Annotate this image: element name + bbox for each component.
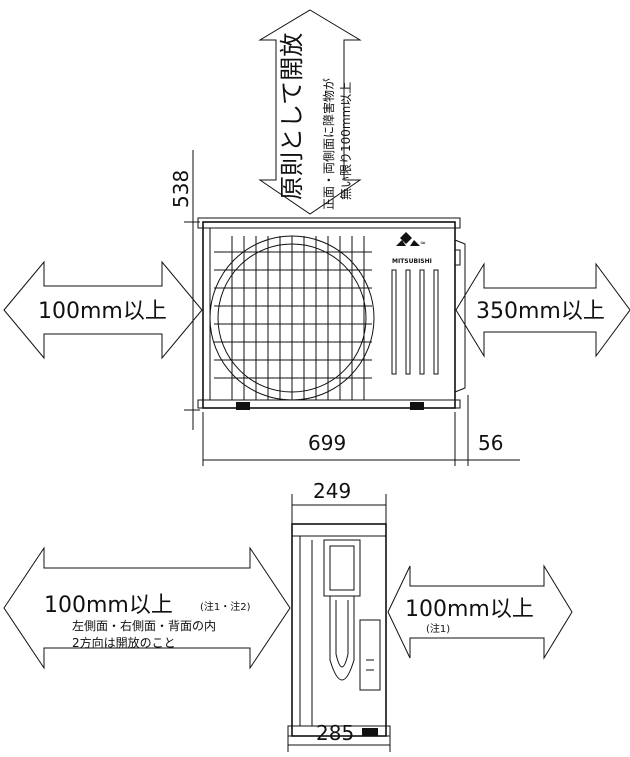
side-right-clearance-arrow	[387, 564, 573, 660]
dimension-height-value: 538	[169, 170, 193, 208]
mitsubishi-logo: ≈	[396, 232, 426, 247]
dimension-width	[202, 395, 520, 466]
side-left-clearance-sub-1: 左側面・右側面・背面の内	[72, 618, 216, 633]
dimension-width-value: 699	[308, 431, 346, 455]
front-view-unit: ≈ MITSUBISHI	[197, 217, 466, 410]
top-clearance-arrow	[258, 9, 362, 215]
dimension-side-bottom-value: 285	[316, 721, 354, 745]
dimension-side-bottom	[287, 736, 391, 752]
front-right-clearance-arrow	[455, 262, 630, 358]
side-vents	[391, 269, 439, 375]
top-clearance-sub-label-2: 無い限り100mm以上	[338, 82, 353, 200]
front-left-clearance-label: 100mm以上	[38, 299, 167, 324]
brand-label: MITSUBISHI	[392, 258, 432, 265]
dimension-side-top-value: 249	[313, 479, 351, 503]
side-left-clearance-note: (注1・注2)	[200, 600, 251, 613]
dimension-height	[184, 150, 200, 430]
side-right-clearance-label: 100mm以上	[405, 597, 534, 622]
top-clearance-main-label: 原則として開放	[278, 33, 306, 200]
side-left-clearance-arrow	[3, 546, 291, 670]
side-left-clearance-label: 100mm以上	[44, 593, 173, 618]
side-left-clearance-sub-2: 2方向は開放のこと	[72, 635, 176, 650]
front-left-clearance-arrow	[3, 260, 203, 360]
top-clearance-sub-label-1: 正面・両側面に障害物が	[321, 78, 336, 210]
dimension-offset-value: 56	[478, 431, 503, 455]
svg-text:≈: ≈	[420, 239, 426, 247]
fan-grille	[209, 235, 375, 401]
side-view-unit	[287, 523, 391, 737]
dimension-side-top	[291, 494, 387, 524]
front-right-clearance-label: 350mm以上	[476, 299, 605, 324]
side-right-clearance-note: (注1)	[426, 622, 450, 635]
